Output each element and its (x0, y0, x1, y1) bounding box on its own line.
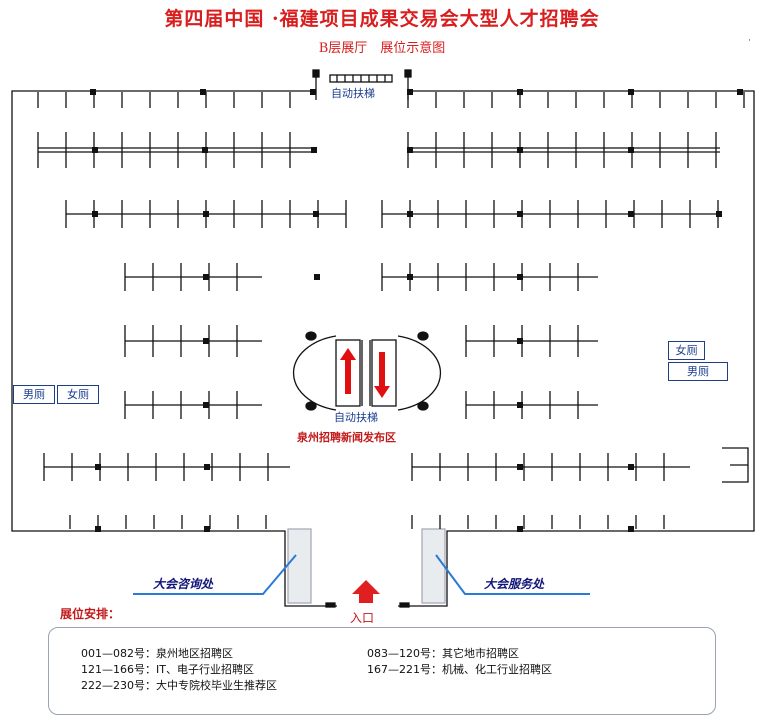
consult-desk-label: 大会咨询处 (153, 577, 214, 591)
booth-post (202, 147, 208, 153)
restroom-female-left: 女厕 (57, 385, 99, 404)
service-desk-label: 大会服务处 (484, 577, 545, 591)
booth-post (314, 274, 320, 280)
booth-post (313, 211, 319, 217)
booth-post (517, 147, 523, 153)
escalator-top-label: 自动扶梯 (331, 87, 375, 100)
press-area-label: 泉州招聘新闻发布区 (297, 431, 396, 444)
booth-post (310, 89, 316, 95)
booth-post (95, 526, 101, 532)
restroom-female-right: 女厕 (668, 341, 705, 360)
arrangement-heading: 展位安排： (60, 607, 121, 621)
booth-post (204, 526, 210, 532)
booth-post (311, 147, 317, 153)
booth-post (517, 402, 523, 408)
booth-post (203, 338, 209, 344)
booth-post (203, 402, 209, 408)
booth-post (517, 338, 523, 344)
booth-post (203, 274, 209, 280)
booth-post (95, 464, 101, 470)
legend-item: 083—120号：其它地市招聘区 (367, 647, 519, 660)
booth-post (92, 211, 98, 217)
booth-post (517, 526, 523, 532)
booth-post (517, 211, 523, 217)
booth-post (517, 464, 523, 470)
desk-lines (133, 554, 590, 595)
booth-post (90, 89, 96, 95)
legend-item: 121—166号：IT、电子行业招聘区 (81, 663, 254, 676)
escalator-arrows (340, 348, 390, 398)
center-escalator (292, 331, 442, 411)
booth-rows (37, 89, 745, 532)
arrangement-legend: 001—082号：泉州地区招聘区 083—120号：其它地市招聘区 121—16… (48, 627, 716, 715)
booth-post (407, 147, 413, 153)
booth-post (716, 211, 722, 217)
entrance-arrow-icon (352, 580, 380, 603)
booth-post (628, 211, 634, 217)
booth-post (92, 147, 98, 153)
escalator-center-label: 自动扶梯 (334, 411, 378, 424)
page-subtitle: B层展厅 展位示意图 (318, 41, 446, 56)
booth-post (407, 211, 413, 217)
restroom-male-left: 男厕 (13, 385, 55, 404)
hall-walls (11, 69, 755, 608)
corner-dot: · (748, 36, 751, 46)
legend-item: 167—221号：机械、化工行业招聘区 (367, 663, 552, 676)
booth-post (200, 89, 206, 95)
restroom-male-right: 男厕 (668, 362, 728, 381)
page-title: 第四届中国 ·福建项目成果交易会大型人才招聘会 (164, 8, 600, 30)
booth-post (407, 89, 413, 95)
booth-post (204, 464, 210, 470)
booth-post (737, 89, 743, 95)
booth-post (628, 89, 634, 95)
booth-post (628, 526, 634, 532)
booth-post (407, 274, 413, 280)
booth-post (203, 211, 209, 217)
legend-item: 222—230号：大中专院校毕业生推荐区 (81, 679, 277, 692)
entrance-label: 入口 (350, 611, 375, 625)
booth-post (628, 147, 634, 153)
legend-item: 001—082号：泉州地区招聘区 (81, 647, 233, 660)
booth-post (517, 274, 523, 280)
booth-post (628, 464, 634, 470)
booth-post (517, 89, 523, 95)
